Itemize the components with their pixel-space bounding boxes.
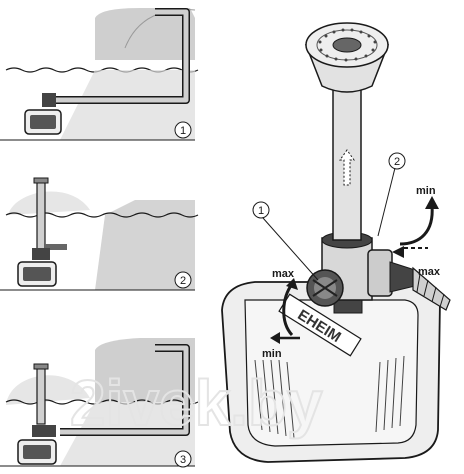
right-min-arc-arrow (399, 205, 434, 246)
callout-2-number: 2 (394, 156, 400, 168)
left-regulator-knob (306, 269, 344, 307)
panel-3-pump-fitting (32, 425, 56, 437)
pump-intake-grille (254, 355, 405, 439)
panel-2-riser (36, 179, 46, 251)
panel-3-ramp-top (95, 338, 195, 402)
panel-3-pump-grille (23, 445, 51, 459)
left-max-arrowhead (286, 278, 298, 290)
panel-3: 3 (0, 338, 199, 468)
panel-2-spray (8, 191, 90, 215)
pump-housing-inner (244, 299, 419, 447)
panel-3-number-circle (174, 450, 192, 468)
callout-1-circle (252, 201, 270, 219)
panel-2-outlet (45, 244, 67, 250)
watermark: 2ivek.by (70, 367, 323, 439)
right-min-label: min (416, 185, 436, 197)
panel-3-riser (36, 365, 46, 425)
callout-1-leader (262, 217, 319, 281)
panel-2-pump-fitting (32, 248, 50, 260)
callout-2-leader (377, 167, 396, 237)
panel-2-nozzle (33, 177, 49, 184)
callout-2-circle (388, 152, 406, 170)
panel-1-number: 1 (180, 125, 186, 137)
panel-3-nozzle (33, 363, 49, 370)
left-min-arrowhead (270, 332, 280, 344)
panel-1-pump-grille (30, 115, 56, 129)
panel-1-ramp-top (95, 8, 195, 60)
panel-3-hose (60, 345, 189, 435)
panel-1-hose (55, 9, 189, 103)
right-max-arrowhead (392, 246, 404, 258)
left-max-arc-arrow (282, 283, 294, 337)
panel-3-number: 3 (180, 454, 186, 466)
panel-2: 2 (0, 177, 199, 291)
fountain-head (304, 22, 390, 93)
callout-1-number: 1 (258, 205, 264, 217)
hose-tail (412, 266, 451, 311)
panel-1-number-circle (174, 121, 192, 139)
flow-direction-arrow (339, 149, 355, 186)
panel-2-ramp (95, 200, 195, 290)
right-min-arrowhead (425, 196, 439, 209)
panel-2-pump-grille (23, 267, 51, 281)
panel-1: 1 (0, 8, 199, 141)
left-min-label: min (262, 348, 282, 360)
panel-2-number: 2 (180, 275, 186, 287)
pump-detail: EHEIM (221, 22, 451, 463)
right-max-label: max (418, 266, 441, 278)
panel-3-spray (6, 375, 90, 405)
panel-1-pump-fitting (42, 93, 56, 107)
panel-2-number-circle (174, 271, 192, 289)
side-outlet (367, 249, 451, 311)
panel-1-ramp-underwater (60, 70, 195, 140)
left-max-label: max (272, 268, 295, 280)
